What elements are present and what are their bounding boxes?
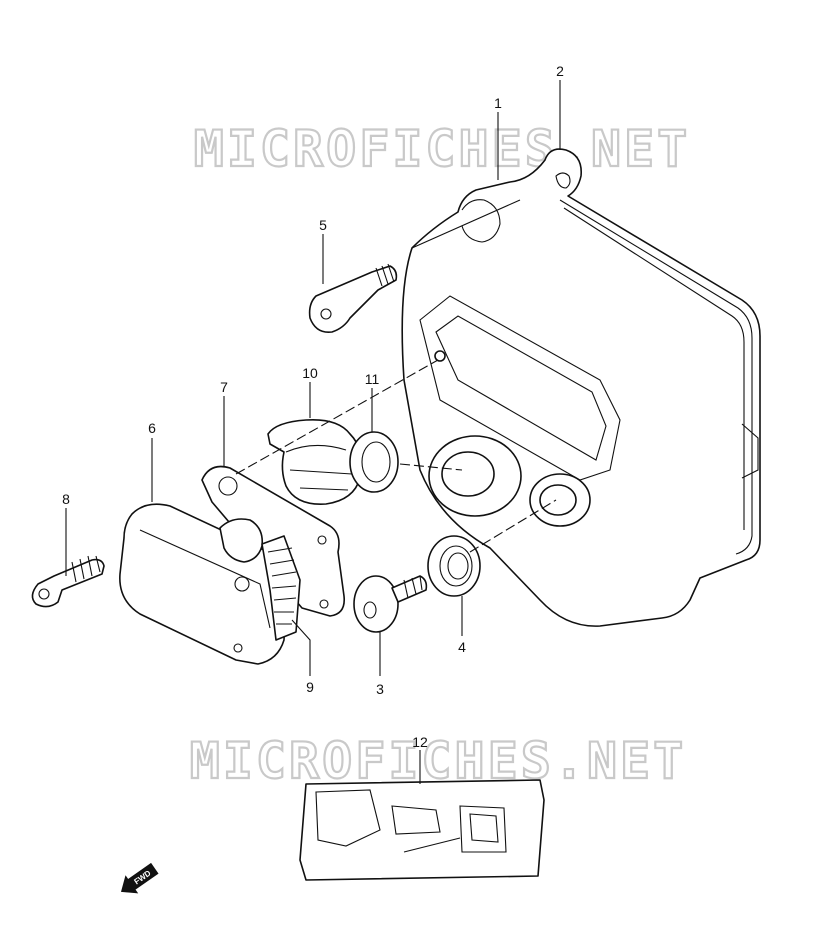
callout-5: 5 — [319, 217, 327, 233]
callout-4: 4 — [458, 639, 466, 655]
bolt-part-5 — [308, 263, 398, 334]
filter-element-part-9 — [261, 535, 301, 641]
callout-1: 1 — [494, 95, 502, 111]
washer-part-4 — [427, 535, 481, 597]
callout-2: 2 — [556, 63, 564, 79]
callout-12: 12 — [412, 734, 428, 750]
callout-9: 9 — [306, 679, 314, 695]
watermark-top: MICROFICHES.NET — [194, 120, 691, 178]
callout-10: 10 — [302, 365, 318, 381]
plug-bolt-part-3 — [353, 575, 428, 633]
gasket-set-part-12 — [299, 779, 545, 881]
o-ring-part-11 — [349, 431, 399, 493]
bolt-part-8 — [31, 555, 105, 608]
filler-cap-part-10 — [267, 418, 363, 505]
callout-3: 3 — [376, 681, 384, 697]
cylinder-head-cover — [401, 148, 761, 627]
fwd-arrow-icon: FWD — [120, 862, 159, 894]
breather-cover-part-6 — [119, 503, 287, 665]
callout-8: 8 — [62, 491, 70, 507]
callout-6: 6 — [148, 420, 156, 436]
callout-7: 7 — [220, 379, 228, 395]
callout-11: 11 — [365, 371, 380, 387]
watermark-bottom: MICROFICHES.NET — [190, 732, 687, 790]
